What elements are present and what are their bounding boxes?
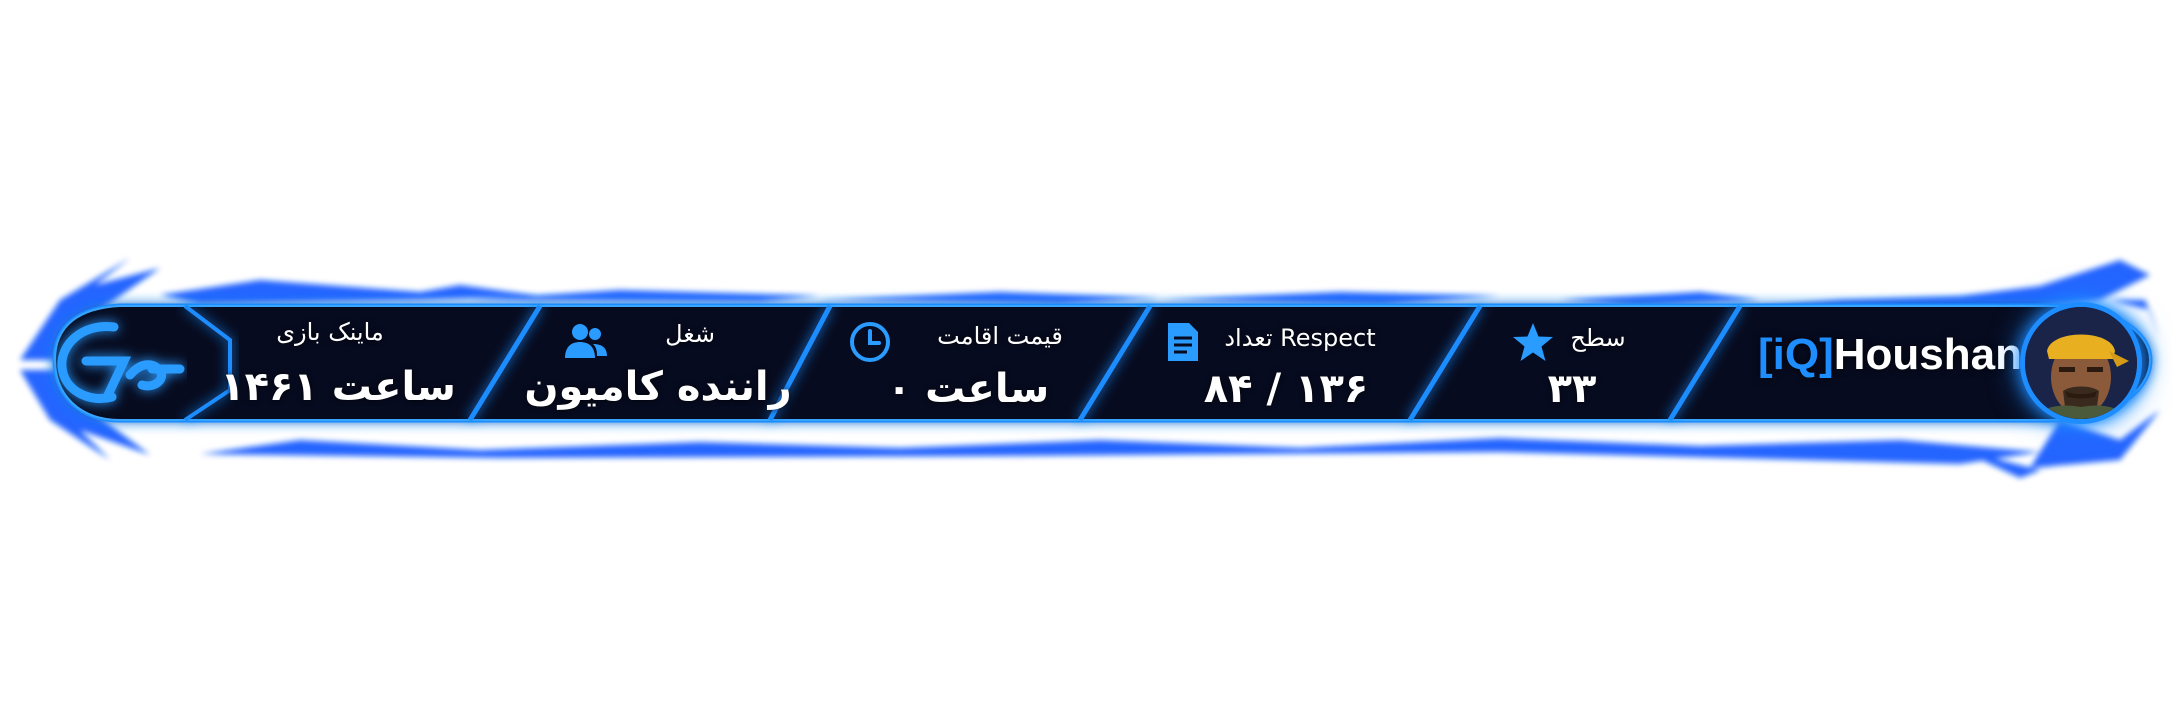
respect-value: ۸۴ / ۱۳۶	[1203, 366, 1369, 412]
job-label: شغل	[665, 320, 715, 348]
level-label: سطح	[1570, 324, 1626, 352]
avatar-portrait	[2025, 307, 2137, 419]
flame-aura	[20, 258, 2160, 478]
document-icon	[1165, 320, 1201, 368]
residence-value: ۰ ساعت	[886, 366, 1050, 412]
respect-label: تعداد Respect	[1224, 324, 1376, 352]
avatar[interactable]	[2020, 302, 2142, 424]
residence-label: قیمت اقامت	[937, 322, 1063, 350]
playtime-label: ماینک بازی	[276, 318, 384, 346]
server-logo-icon	[42, 305, 187, 419]
users-icon	[563, 322, 609, 364]
logo-separator	[183, 304, 232, 422]
player-nickname: Houshang	[1833, 330, 2049, 379]
playtime-value: ۱۴۶۱ ساعت	[220, 364, 456, 410]
player-tag: [iQ]	[1758, 330, 1834, 379]
section-separators	[467, 304, 1743, 422]
star-icon	[1511, 321, 1555, 367]
player-name: [iQ]Houshang	[1758, 330, 2049, 380]
level-value: ۳۳	[1547, 366, 1597, 412]
job-value: راننده کامیون	[524, 364, 792, 410]
clock-icon	[848, 320, 892, 368]
